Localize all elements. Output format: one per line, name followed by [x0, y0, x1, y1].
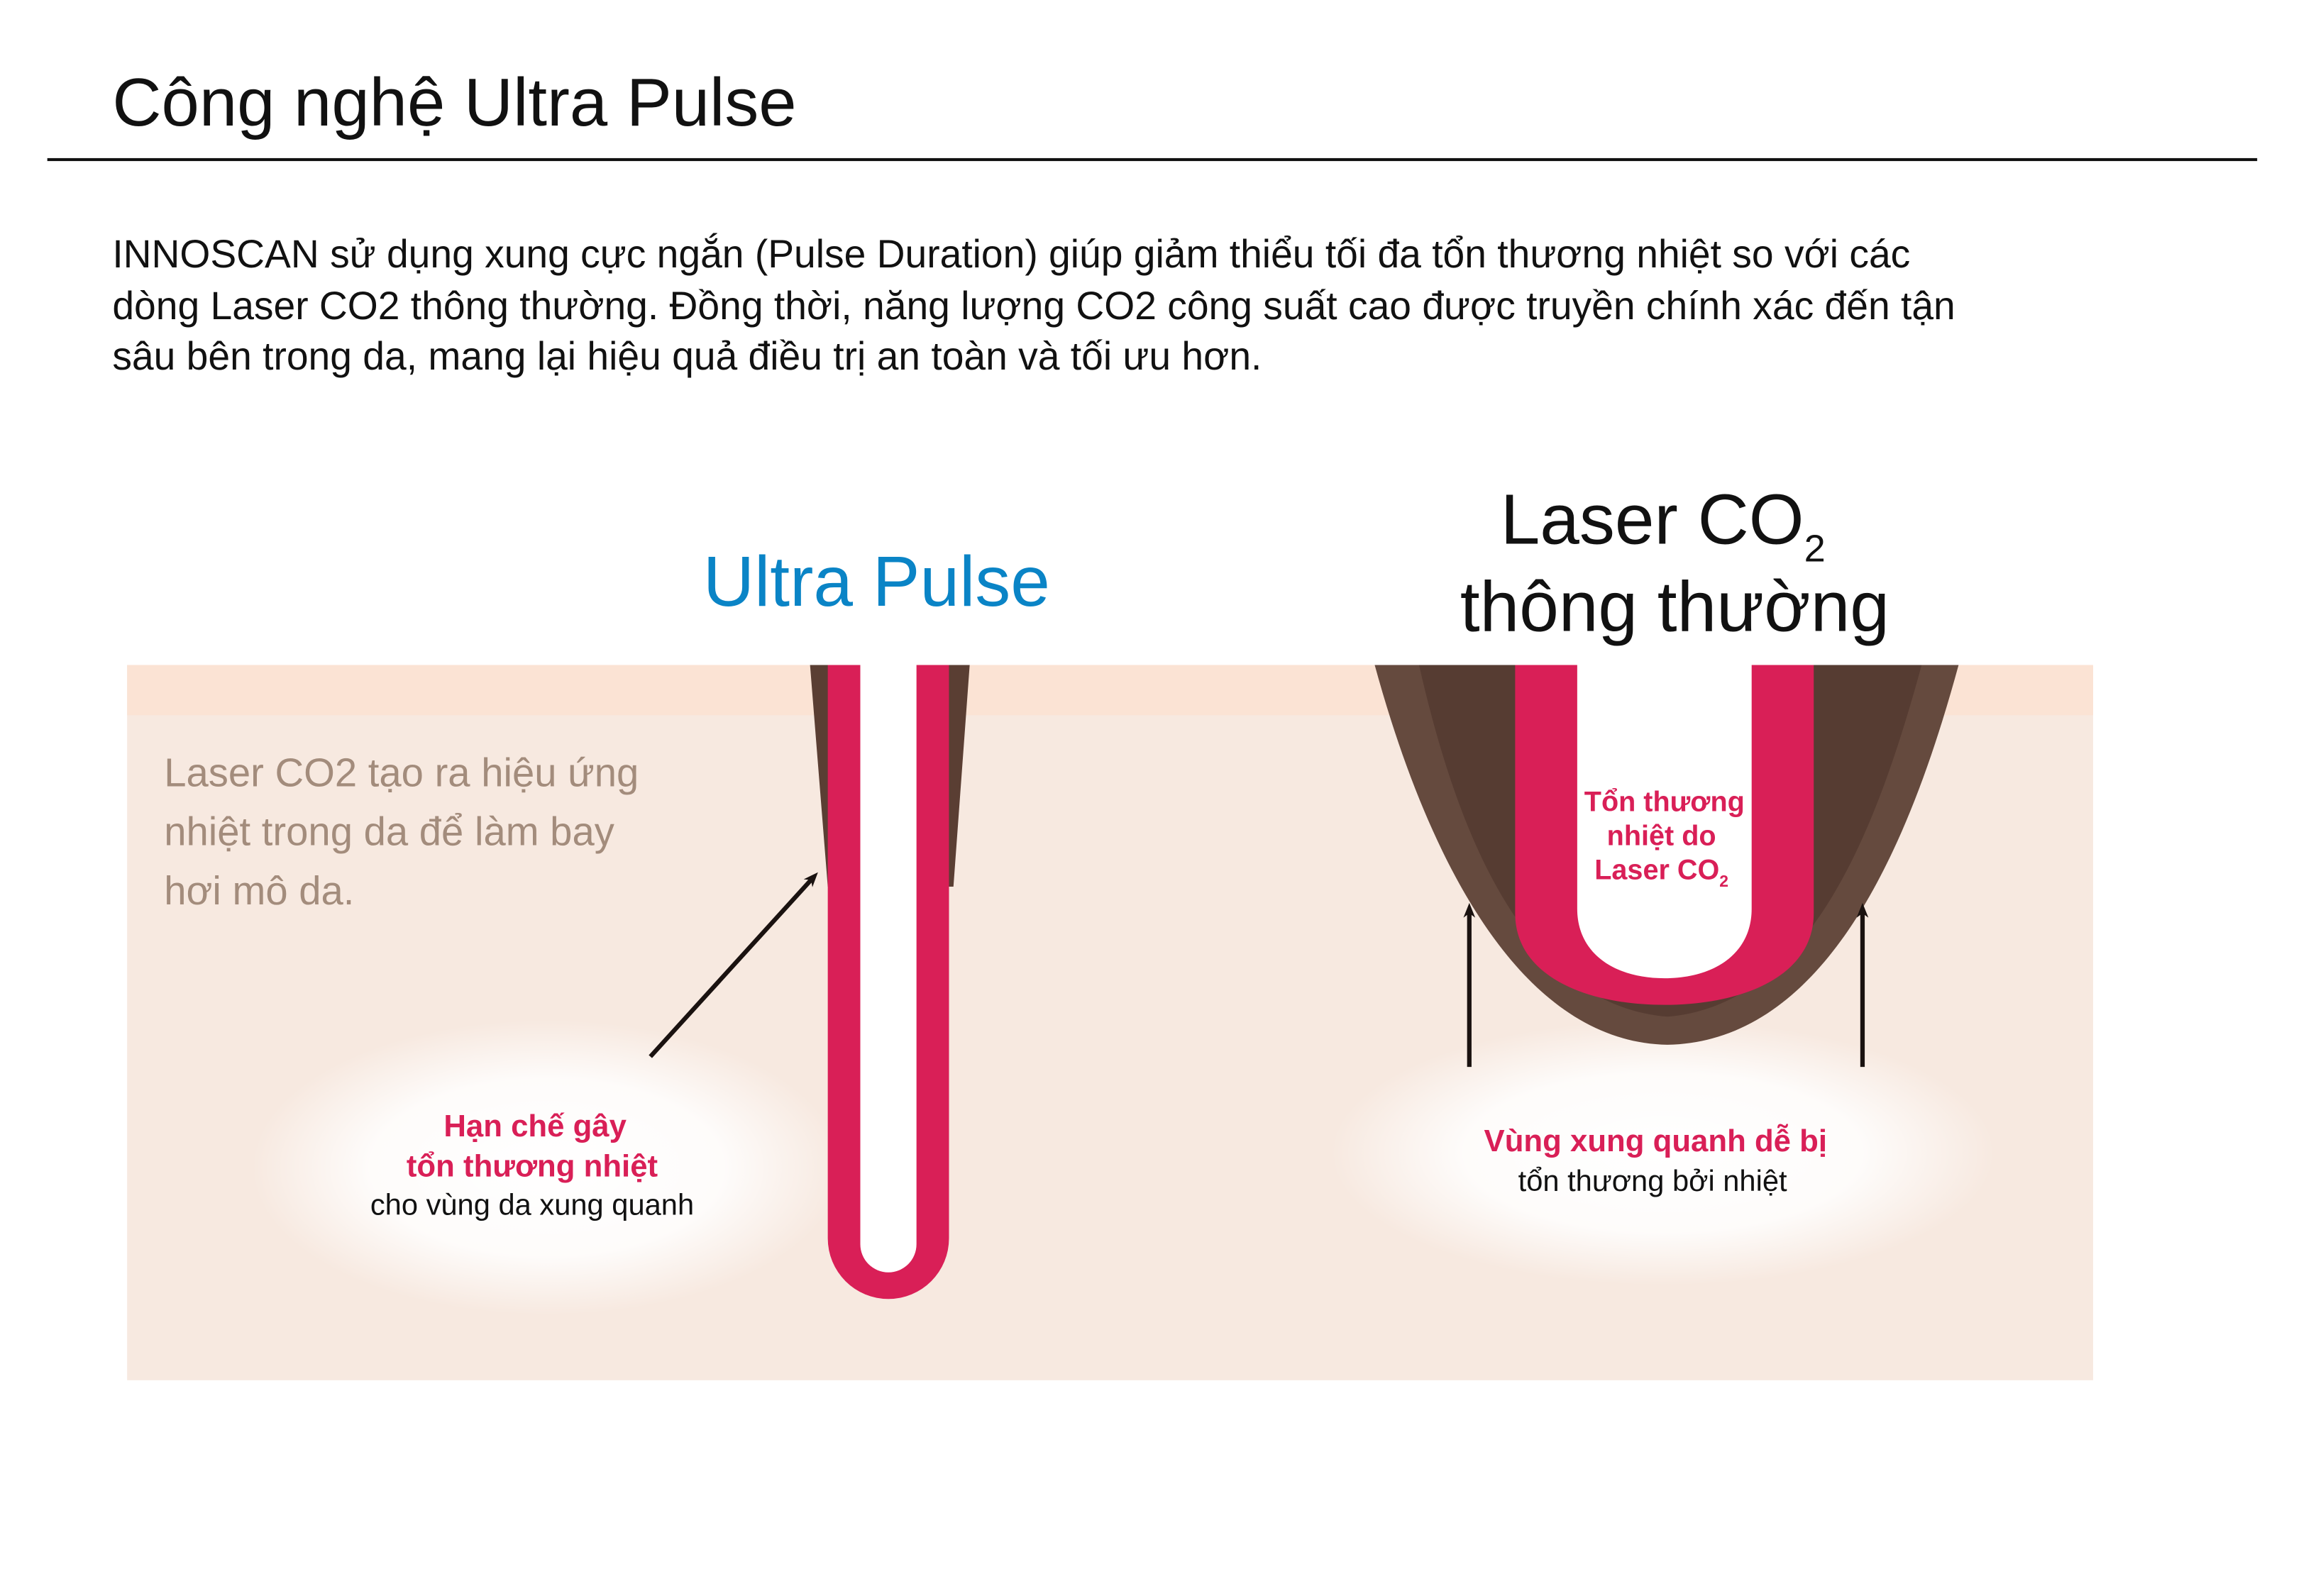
- co2-heading-line2: thông thường: [1460, 567, 1890, 647]
- co2-heading-subscript: 2: [1804, 528, 1826, 570]
- ultra-pulse-ablation: [860, 665, 917, 1273]
- co2-heading-line1: Laser CO2: [1501, 480, 1826, 570]
- intro-line: sâu bên trong da, mang lại hiệu quả điều…: [112, 333, 1262, 379]
- intro-line: dòng Laser CO2 thông thường. Đồng thời, …: [112, 282, 1955, 328]
- side-note-line: Laser CO2 tạo ra hiệu ứng: [164, 750, 639, 794]
- right-label-line2: tổn thương bởi nhiệt: [1518, 1164, 1787, 1197]
- ultra-pulse-heading: Ultra Pulse: [703, 542, 1050, 621]
- left-label-line3: cho vùng da xung quanh: [370, 1187, 694, 1221]
- left-glow: [251, 1019, 843, 1316]
- intro-line: INNOSCAN sử dụng xung cực ngắn (Pulse Du…: [112, 232, 1911, 277]
- channel-label-line3: Laser CO2: [1594, 855, 1728, 890]
- left-arrow: [649, 872, 818, 1058]
- page-title: Công nghệ Ultra Pulse: [112, 63, 797, 140]
- right-glow: [1330, 1019, 1996, 1286]
- co2-ablation: [1577, 665, 1752, 979]
- channel-label-line2: nhiệt do: [1607, 821, 1716, 852]
- channel-label-line1: Tổn thương: [1584, 787, 1745, 818]
- intro-paragraph: INNOSCAN sử dụng xung cực ngắn (Pulse Du…: [112, 229, 2152, 382]
- co2-heading-text: Laser CO: [1501, 480, 1804, 560]
- channel-label-subscript: 2: [1719, 872, 1728, 890]
- left-label-line2: tổn thương nhiệt: [407, 1148, 658, 1183]
- side-note-line: hơi mô da.: [164, 868, 354, 913]
- left-label-line1: Hạn chế gây: [443, 1109, 627, 1143]
- side-note-line: nhiệt trong da để làm bay: [164, 809, 614, 854]
- right-label-line1: Vùng xung quanh dễ bị: [1484, 1123, 1827, 1158]
- title-divider: [47, 157, 2258, 162]
- channel-label-text: Laser CO: [1594, 855, 1719, 886]
